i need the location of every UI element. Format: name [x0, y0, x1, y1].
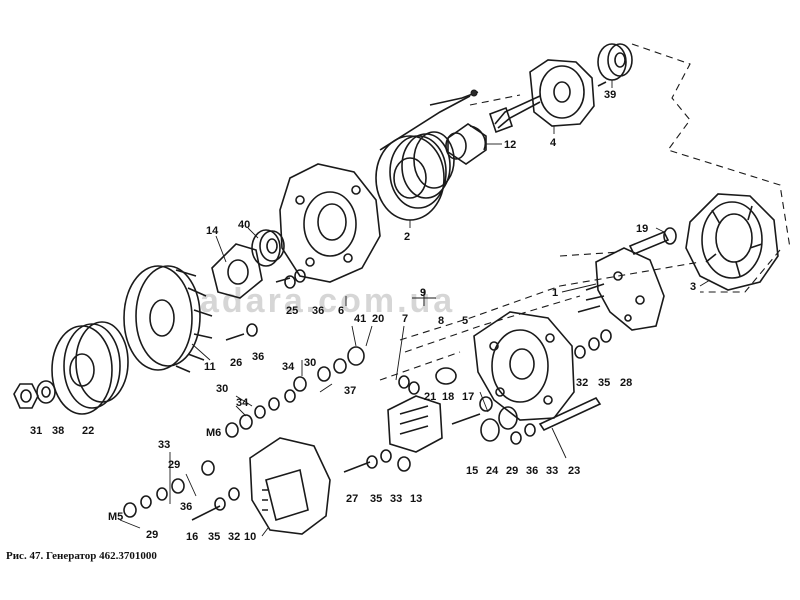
label-17: 17	[462, 391, 474, 403]
part-39-bearing	[597, 43, 633, 81]
label-28: 28	[620, 377, 632, 389]
label-30b: 30	[216, 383, 228, 395]
label-M6: M6	[206, 427, 221, 439]
label-27: 27	[346, 493, 358, 505]
label-7: 7	[402, 313, 408, 325]
label-M5: M5	[108, 511, 123, 523]
label-16: 16	[186, 531, 198, 543]
label-29a: 29	[168, 459, 180, 471]
part-22-pulley	[51, 321, 129, 415]
label-21: 21	[424, 391, 436, 403]
label-33a: 33	[158, 439, 170, 451]
label-40: 40	[238, 219, 250, 231]
label-35a: 35	[598, 377, 610, 389]
part-4-rotor	[488, 59, 607, 134]
label-29c: 29	[506, 465, 518, 477]
label-24: 24	[486, 465, 499, 477]
label-15: 15	[466, 465, 478, 477]
label-39: 39	[604, 89, 616, 101]
label-22: 22	[82, 425, 94, 437]
leader-lines	[119, 80, 711, 537]
part-23-rod	[538, 396, 602, 432]
part-1-rectifier-plate	[577, 247, 665, 331]
label-37: 37	[344, 385, 356, 397]
label-18: 18	[442, 391, 454, 403]
label-23: 23	[568, 465, 580, 477]
label-5: 5	[462, 315, 468, 327]
part-6-drive-end-shield	[279, 163, 381, 283]
label-6: 6	[338, 305, 344, 317]
small-fasteners	[123, 269, 612, 521]
label-2: 2	[404, 231, 410, 243]
label-4: 4	[550, 137, 557, 149]
label-9: 9	[420, 287, 426, 299]
label-32: 32	[576, 377, 588, 389]
label-41: 41	[354, 313, 366, 325]
part-3-slip-ring-cover	[685, 193, 779, 291]
part-38-washer	[36, 380, 56, 404]
label-34a: 34	[282, 361, 295, 373]
part-10-regulator-cover	[249, 437, 331, 535]
label-3: 3	[690, 281, 696, 293]
label-8: 8	[438, 315, 444, 327]
label-32b: 32	[228, 531, 240, 543]
label-1: 1	[552, 287, 558, 299]
label-11: 11	[204, 361, 216, 373]
label-20: 20	[372, 313, 384, 325]
label-19: 19	[636, 223, 648, 235]
label-10: 10	[244, 531, 256, 543]
label-14: 14	[206, 225, 219, 237]
watermark-text: adara.com.ua	[200, 282, 455, 320]
part-12-sleeve	[445, 123, 487, 165]
label-30a: 30	[304, 357, 316, 369]
label-33b: 33	[390, 493, 402, 505]
label-12: 12	[504, 139, 516, 151]
label-35b: 35	[208, 531, 220, 543]
part-2-stator	[375, 89, 479, 221]
label-36b: 36	[252, 351, 264, 363]
label-35c: 35	[370, 493, 382, 505]
label-29b: 29	[146, 529, 158, 541]
label-26: 26	[230, 357, 242, 369]
part-14-plate	[211, 243, 263, 299]
assembly-dashed-lines	[379, 43, 791, 381]
part-7-regulator	[387, 395, 443, 453]
label-13: 13	[410, 493, 422, 505]
label-38: 38	[52, 425, 64, 437]
label-31: 31	[30, 425, 42, 437]
label-36a: 36	[312, 305, 324, 317]
figure-caption: Рис. 47. Генератор 462.3701000	[6, 550, 157, 562]
label-33c: 33	[546, 465, 558, 477]
part-31-nut	[13, 383, 39, 409]
part-number-labels: 39 4 12 2 19 3 1 9 8 5 14 40 25 36 6 41 …	[30, 89, 696, 543]
label-25: 25	[286, 305, 298, 317]
label-36d: 36	[526, 465, 538, 477]
part-5-rear-housing	[473, 311, 575, 421]
part-40-bearing	[251, 229, 285, 267]
label-36c: 36	[180, 501, 192, 513]
part-11-fan	[123, 265, 213, 373]
label-34b: 34	[236, 397, 249, 409]
